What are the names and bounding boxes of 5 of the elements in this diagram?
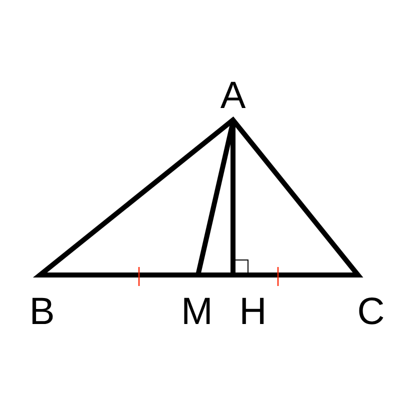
point-label: H xyxy=(239,293,267,331)
point-label: B xyxy=(29,293,55,331)
point-label: C xyxy=(357,293,385,331)
point-label: A xyxy=(220,77,246,115)
point-label: M xyxy=(181,293,213,331)
